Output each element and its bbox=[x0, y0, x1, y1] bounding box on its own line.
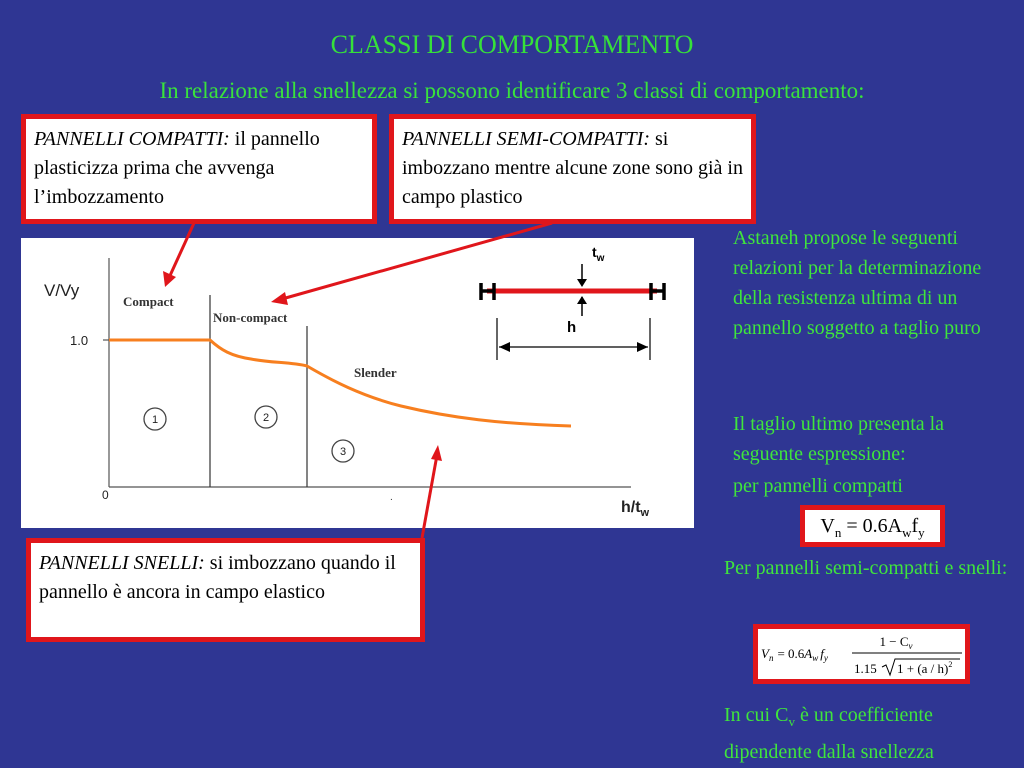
formula-numerator: 1 − Cv bbox=[879, 634, 912, 651]
region-2-circle bbox=[254, 405, 278, 429]
text-cv-coefficient: In cui Cv è un coefficiente dipendente d… bbox=[724, 704, 934, 763]
text-per-compatti: per pannelli compatti bbox=[733, 475, 903, 497]
text-astaneh: Astaneh propose le seguenti relazioni pe… bbox=[733, 227, 982, 339]
label-compact: Compact bbox=[123, 294, 174, 309]
arrow-semicompatti bbox=[281, 221, 553, 301]
region-1-number: 1 bbox=[152, 414, 158, 426]
region-3-circle bbox=[331, 439, 355, 463]
slenderness-chart: V/Vy 1.0 0 h/tw Compact Non-compact Slen… bbox=[21, 238, 694, 528]
formula-den-coef: 1.15 bbox=[854, 661, 877, 676]
box-text: il pannello plasticizza prima che avveng… bbox=[34, 128, 320, 208]
text-taglio-ultimo: Il taglio ultimo presenta la seguente es… bbox=[733, 413, 945, 465]
arrow-compatti bbox=[166, 222, 196, 281]
h-label: h bbox=[567, 319, 576, 336]
box-term: PANNELLI SNELLI: bbox=[39, 552, 205, 574]
box-term: PANNELLI COMPATTI: bbox=[34, 128, 230, 150]
tw-label: tw bbox=[592, 244, 605, 264]
svg-text:Vn= 0.6Awfy: Vn= 0.6Awfy bbox=[761, 646, 828, 663]
stray-dot: . bbox=[390, 492, 393, 503]
panel-section-sketch: tw h bbox=[479, 244, 666, 360]
sqrt-sign bbox=[881, 658, 960, 677]
box-term: PANNELLI SEMI-COMPATTI: bbox=[402, 128, 650, 150]
box-text: si imbozzano mentre alcune zone sono già… bbox=[402, 128, 743, 208]
label-slender: Slender bbox=[354, 365, 397, 380]
y-tick-label: 1.0 bbox=[70, 333, 88, 348]
y-axis-label: V/Vy bbox=[44, 281, 80, 300]
x-axis-label: h/tw bbox=[621, 499, 650, 519]
box-pannelli-semi-compatti: PANNELLI SEMI-COMPATTI: si imbozzano men… bbox=[389, 114, 756, 224]
formula-compatti: Vn = 0.6Awfy bbox=[800, 505, 945, 547]
x-origin-label: 0 bbox=[102, 488, 109, 502]
formula-den-inner: 1 + (a / h)2 bbox=[897, 660, 952, 676]
page-title: CLASSI DI COMPORTAMENTO bbox=[330, 30, 694, 59]
capacity-curve bbox=[109, 338, 572, 428]
chart-svg: V/Vy 1.0 0 h/tw Compact Non-compact Slen… bbox=[44, 244, 666, 519]
arrow-snelli bbox=[420, 454, 439, 539]
label-noncompact: Non-compact bbox=[213, 310, 288, 325]
region-3-number: 3 bbox=[340, 446, 346, 458]
region-1-circle bbox=[143, 407, 167, 431]
text-semi-snelli: Per pannelli semi-compatti e snelli: bbox=[724, 557, 1008, 579]
box-text: si imbozzano quando il pannello è ancora… bbox=[39, 552, 396, 603]
region-2-number: 2 bbox=[263, 412, 269, 424]
page-subtitle: In relazione alla snellezza si possono i… bbox=[159, 78, 865, 103]
box-pannelli-compatti: PANNELLI COMPATTI: il pannello plasticiz… bbox=[21, 114, 377, 224]
box-pannelli-snelli: PANNELLI SNELLI: si imbozzano quando il … bbox=[26, 538, 425, 642]
